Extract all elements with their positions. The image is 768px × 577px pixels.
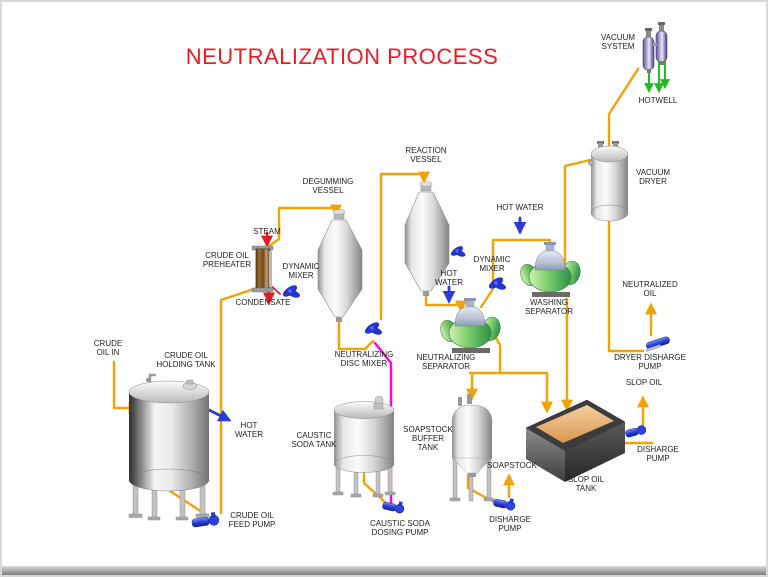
label-dynamic-mixer-1: DYNAMIC MIXER [282, 262, 320, 280]
label-dynamic-mixer-2: DYNAMIC MIXER [473, 255, 511, 273]
slop-oil-tank-icon [525, 399, 626, 482]
label-caustic-soda-dosing-pump: CAUSTIC SODA DOSING PUMP [369, 519, 430, 537]
reaction-vessel-icon [404, 181, 450, 296]
dryer-disharge-pump-icon [645, 336, 670, 352]
label-dryer-disharge-pump: DRYER DISHARGE PUMP [614, 353, 686, 371]
label-washing-separator: WASHING SEPARATOR [524, 298, 573, 316]
label-reaction-vessel: REACTION VESSEL [405, 146, 447, 164]
pipe-neutsep-heavy [494, 336, 502, 374]
vacuum-system-icon [642, 22, 668, 73]
label-slop-oil-disharge-pump: DISHARGE PUMP [637, 445, 679, 463]
pipe-mixer-to-reaction [379, 171, 430, 321]
label-soapstock: SOAPSTOCK [487, 461, 537, 470]
label-vacuum-dryer: VACUUM DRYER [635, 168, 671, 186]
label-hot-water-2: HOT WATER [435, 269, 463, 287]
label-slop-oil: SLOP OIL [625, 378, 663, 387]
pipe-caustic-outlet [362, 469, 389, 506]
crude-oil-feed-pump-icon [191, 512, 220, 528]
label-crude-oil-in: CRUDE OIL IN [93, 339, 123, 357]
label-neutralizing-disc-mixer: NEUTRALIZING DISC MIXER [334, 350, 394, 368]
pipe-dryer-outlet [607, 219, 645, 353]
label-neutralized-oil: NEUTRALIZED OIL [622, 280, 678, 298]
label-crude-oil-feed-pump: CRUDE OIL FEED PUMP [228, 511, 276, 529]
label-caustic-soda-tank: CAUSTIC SODA TANK [291, 431, 337, 449]
caustic-soda-tank-icon [332, 395, 396, 498]
label-slop-oil-tank: SLOP OIL TANK [567, 475, 605, 493]
reaction-vessel-agitator-icon [450, 246, 466, 257]
degumming-vessel-icon [317, 209, 363, 322]
label-crude-oil-holding-tank: CRUDE OIL HOLDING TANK [156, 351, 216, 369]
pipe-degumming-outlet [337, 321, 375, 351]
label-neutralizing-separator: NEUTRALIZING SEPARATOR [416, 353, 476, 371]
slop-oil-disharge-pump-icon [625, 425, 647, 438]
label-crude-oil-preheater: CRUDE OIL PREHEATER [202, 251, 252, 269]
pipe-feed-pump-riser [219, 285, 262, 515]
label-condensate: CONDENSATE [235, 298, 291, 307]
pipe-reaction-outlet [424, 293, 467, 313]
washing-separator-icon [520, 242, 581, 297]
soapstock-disharge-pump-icon [493, 498, 516, 511]
dynamic-mixer-1-icon [282, 285, 300, 298]
label-hotwell: HOTWELL [638, 96, 678, 105]
label-soapstock-disharge-pump: DISHARGE PUMP [489, 515, 531, 533]
dynamic-mixer-2-icon [488, 277, 506, 290]
neutralizing-disc-mixer-icon [364, 322, 382, 335]
label-steam: STEAM [253, 227, 281, 236]
pipe-dryer-to-vacuum [607, 67, 640, 148]
crude-oil-holding-tank-icon [128, 373, 210, 521]
crude-oil-preheater-icon [251, 245, 274, 293]
label-hot-water-3: HOT WATER [496, 203, 544, 212]
label-hot-water-1: HOT WATER [235, 421, 263, 439]
vacuum-dryer-icon [588, 141, 629, 222]
caustic-soda-dosing-pump-icon [382, 501, 405, 514]
label-degumming-vessel: DEGUMMING VESSEL [302, 177, 354, 195]
label-vacuum-system: VACUUM SYSTEM [600, 33, 636, 51]
pipe-washsep-to-dryer [563, 158, 592, 266]
hot-water-arrows [205, 216, 527, 422]
soapstock-buffer-tank-icon [449, 394, 495, 502]
label-soapstock-buffer-tank: SOAPSTOCK BUFFER TANK [403, 425, 453, 452]
page-title: NEUTRALIZATION PROCESS [185, 44, 499, 69]
hot-water-arrow-1 [205, 407, 232, 422]
page-bottom-edge [2, 566, 766, 575]
neutralizing-separator-icon [440, 298, 501, 353]
